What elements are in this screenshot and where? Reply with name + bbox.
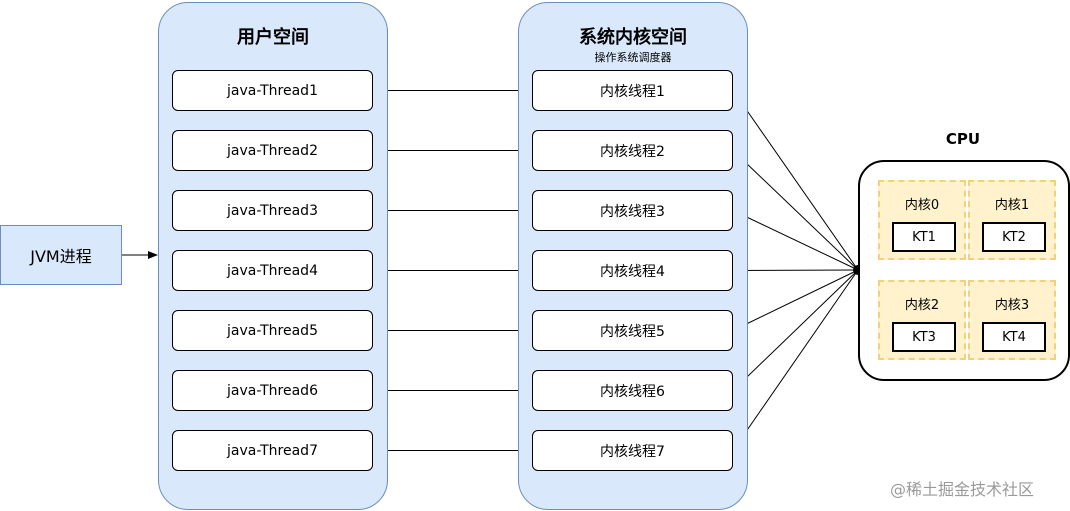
java-thread-box: java-Thread5 (172, 310, 373, 351)
kernel-thread-box: 内核线程1 (532, 70, 733, 111)
kernel-to-cpu-line (732, 269, 859, 271)
java-thread-box: java-Thread2 (172, 130, 373, 171)
kernel-thread-box: 内核线程3 (532, 190, 733, 231)
core-0-label: 内核0 (904, 198, 940, 213)
core-3: 内核3 KT4 (968, 280, 1056, 360)
kernel-to-cpu-line (732, 269, 859, 331)
kt3-box: KT3 (892, 322, 956, 352)
kernel-thread-box: 内核线程5 (532, 310, 733, 351)
java-thread-box: java-Thread4 (172, 250, 373, 291)
kernel-thread-box: 内核线程7 (532, 430, 733, 471)
kt2-box: KT2 (982, 222, 1046, 252)
jvm-process-box: JVM进程 (0, 225, 122, 285)
user-space-title: 用户空间 (237, 27, 309, 48)
kernel-space-title: 系统内核空间 (579, 27, 687, 48)
java-thread-box: java-Thread7 (172, 430, 373, 471)
core-0: 内核0 KT1 (878, 180, 966, 260)
core-3-label: 内核3 (994, 298, 1030, 313)
watermark: @稀土掘金技术社区 (890, 480, 1035, 499)
kernel-thread-box: 内核线程6 (532, 370, 733, 411)
core-2: 内核2 KT3 (878, 280, 966, 360)
java-thread-box: java-Thread6 (172, 370, 373, 411)
core-1-label: 内核1 (994, 198, 1030, 213)
kernel-thread-box: 内核线程2 (532, 130, 733, 171)
kt4-box: KT4 (982, 322, 1046, 352)
cpu-box: 内核0 KT1 内核1 KT2 内核2 KT3 内核3 KT4 (858, 160, 1070, 381)
kernel-to-cpu-line (732, 269, 859, 451)
java-thread-box: java-Thread1 (172, 70, 373, 111)
kt1-box: KT1 (892, 222, 956, 252)
kernel-scheduler-subtitle: 操作系统调度器 (594, 51, 672, 64)
kernel-to-cpu-line (732, 90, 859, 271)
java-thread-box: java-Thread3 (172, 190, 373, 231)
kernel-to-cpu-line (732, 210, 859, 271)
cpu-title: CPU (945, 130, 981, 148)
core-2-label: 内核2 (904, 298, 940, 313)
kernel-to-cpu-line (732, 150, 859, 271)
kernel-to-cpu-line (732, 269, 859, 391)
kernel-thread-box: 内核线程4 (532, 250, 733, 291)
core-1: 内核1 KT2 (968, 180, 1056, 260)
